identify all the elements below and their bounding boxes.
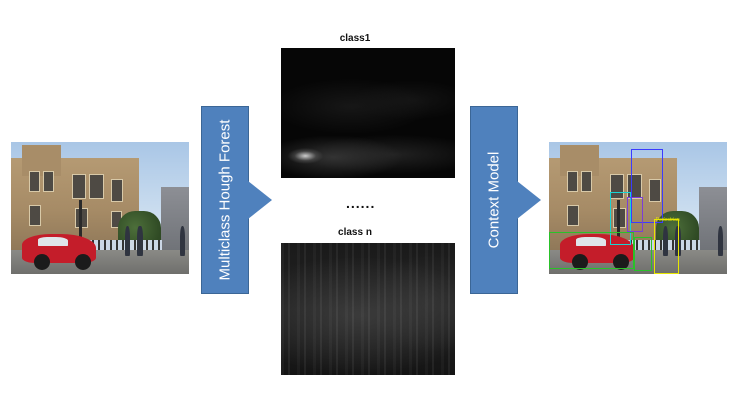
ellipsis: ...... (346, 195, 376, 211)
hough-forest-arrowhead (248, 181, 272, 219)
class1-label: class1 (339, 33, 371, 44)
classn-label: class n (338, 227, 372, 238)
detection-box-blue (630, 148, 663, 223)
detection-box-cyan (609, 192, 631, 245)
output-street-image: Pedestrian (549, 142, 727, 274)
detection-box-yellow (654, 218, 679, 274)
class1-heatmap (281, 48, 455, 178)
classn-heatmap (281, 243, 455, 375)
input-street-image (11, 142, 189, 274)
hough-forest-label: Multiclass Hough Forest (216, 119, 234, 281)
detection-label: Pedestrian (655, 217, 680, 224)
detection-box-green-2 (634, 237, 653, 272)
context-model-arrowhead (517, 181, 541, 219)
detection-box-purple (627, 197, 644, 232)
context-model-label: Context Model (485, 151, 503, 249)
detection-box-green (549, 231, 635, 269)
